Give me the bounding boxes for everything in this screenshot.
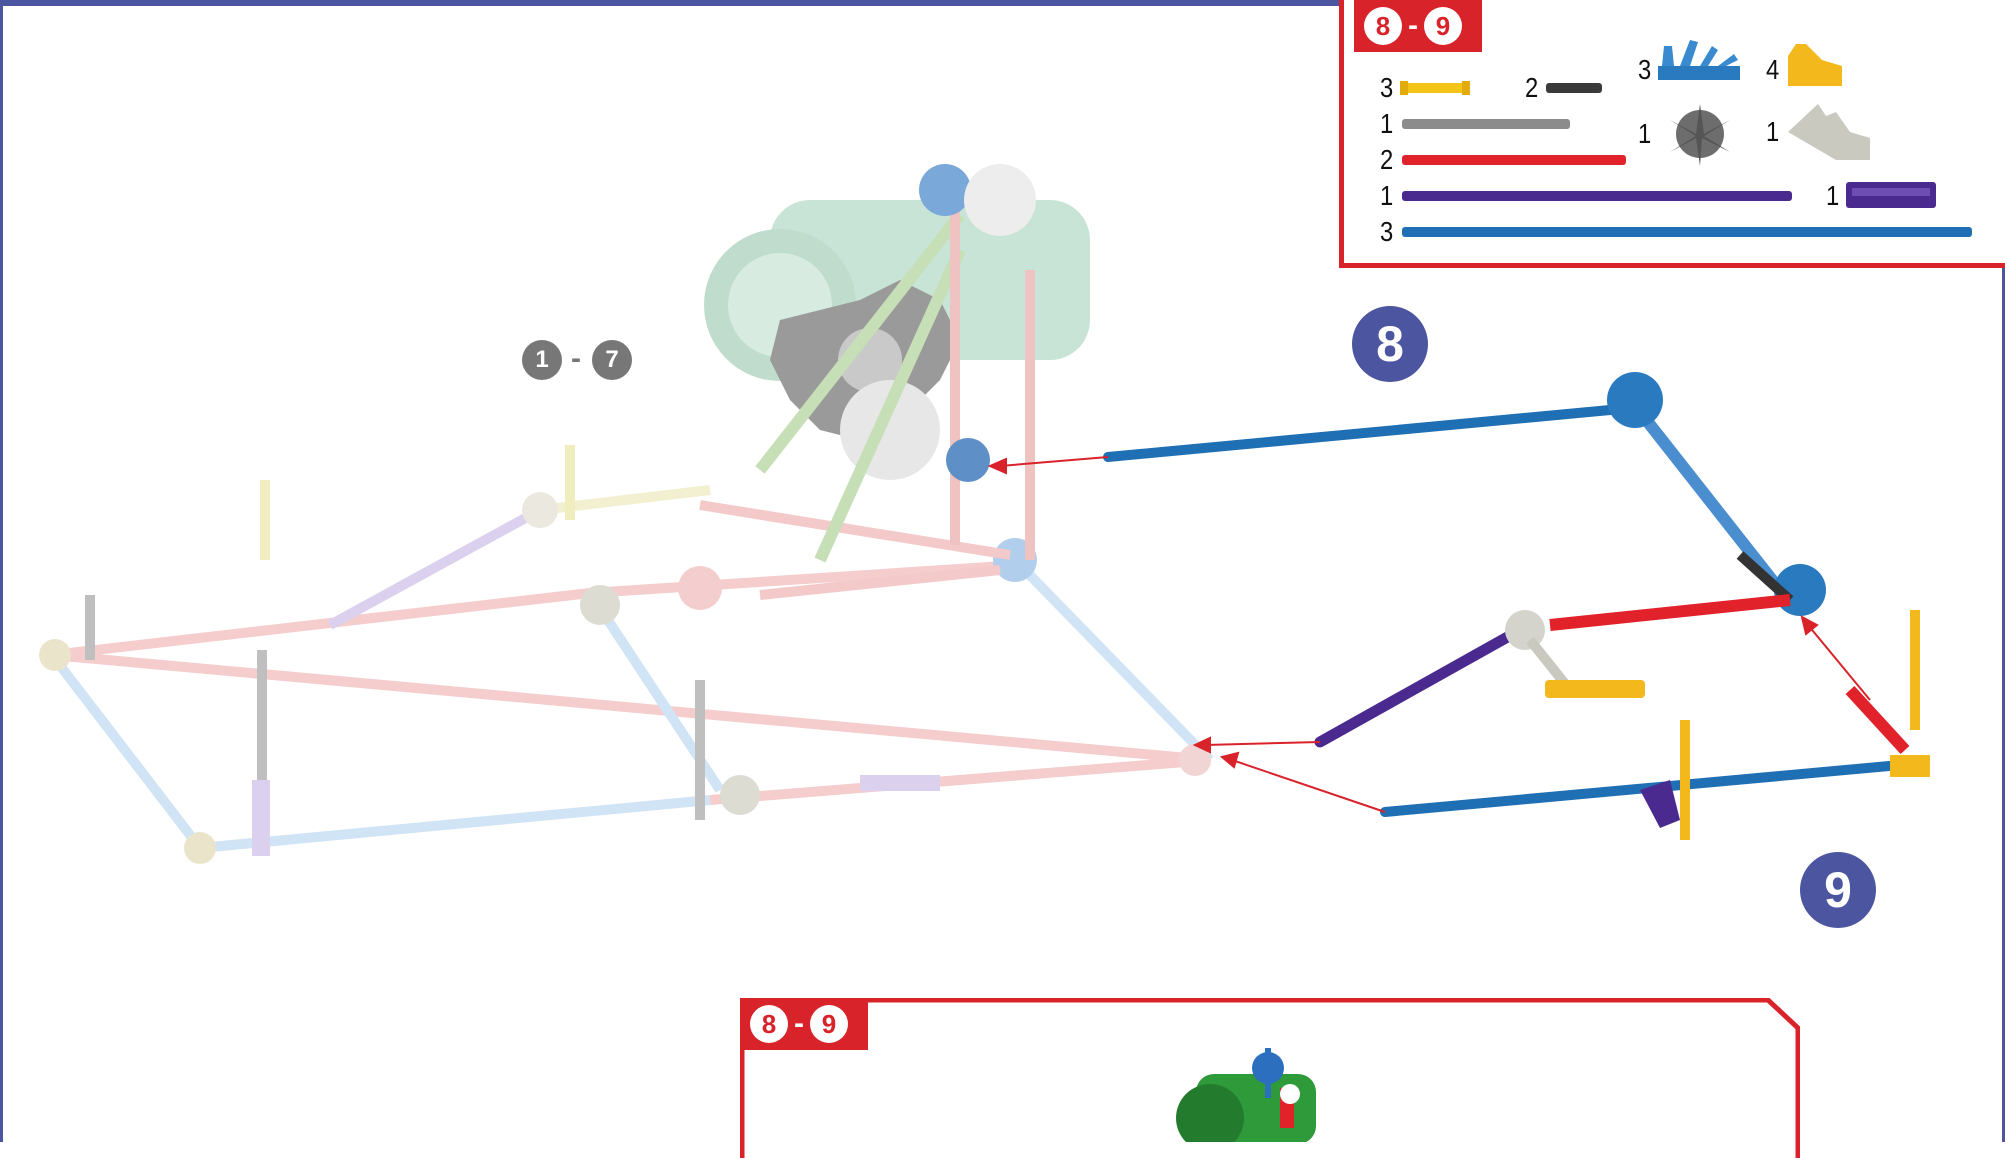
check-model-box: 8 - 9 (740, 998, 1800, 1158)
step-8-parts (1108, 372, 1826, 616)
check-range-end-circle: 9 (810, 1005, 848, 1043)
check-range-separator: - (794, 1007, 804, 1041)
step-9-parts (1320, 600, 1930, 840)
check-model-thumbnail (1150, 1038, 1330, 1142)
check-step-range-tab: 8 - 9 (740, 998, 868, 1050)
check-range-start-circle: 8 (750, 1005, 788, 1043)
base-frame-faded (39, 445, 1211, 864)
motor-assembly-faded (700, 164, 1090, 595)
assembly-arrows (990, 457, 1870, 812)
